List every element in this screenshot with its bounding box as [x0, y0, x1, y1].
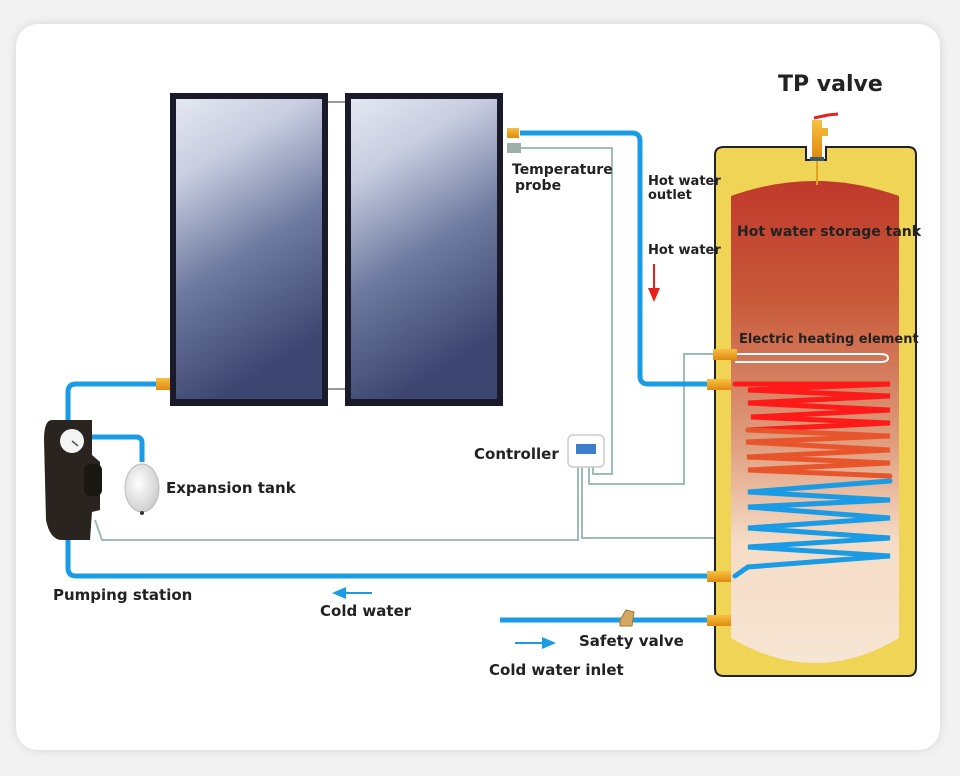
hot-water-label: Hot water [648, 243, 721, 258]
expansion-tank [124, 463, 160, 515]
cold-water-arrow [332, 587, 372, 599]
panel-inlet-fitting [156, 378, 170, 390]
tp-valve-label: TP valve [778, 72, 883, 97]
hot-water-arrow [648, 264, 660, 302]
water-pipes [65, 130, 786, 623]
cold-water-inlet-label: Cold water inlet [489, 661, 624, 679]
sensor-wires [94, 147, 717, 541]
hot-water-outlet-label-1: Hot water [648, 174, 721, 189]
solar-collector-panel-1 [170, 93, 328, 406]
safety-valve [619, 609, 635, 627]
heat-exchanger-coil [732, 381, 893, 579]
tp-valve [810, 112, 839, 185]
safety-valve-label: Safety valve [579, 632, 684, 650]
pumping-station-label: Pumping station [53, 586, 193, 604]
solar-collector-panel-2 [345, 93, 503, 406]
expansion-tank-label: Expansion tank [166, 479, 296, 497]
temperature-probe-sensor [507, 143, 521, 153]
controller-label: Controller [474, 445, 559, 463]
cold-water-inlet-arrow [515, 637, 556, 649]
hot-water-outlet-label-2: outlet [648, 188, 692, 203]
heating-element-label: Electric heating element [739, 332, 919, 347]
panel-outlet-fitting [507, 128, 519, 138]
tank-fittings [707, 349, 737, 626]
temperature-probe-label-2: probe [515, 178, 562, 194]
electric-heating-element [735, 353, 890, 363]
pumping-station [44, 420, 102, 540]
controller-device [567, 434, 605, 468]
cold-water-label: Cold water [320, 602, 412, 620]
storage-tank-label: Hot water storage tank [737, 224, 922, 240]
temperature-probe-label-1: Temperature [512, 162, 613, 178]
